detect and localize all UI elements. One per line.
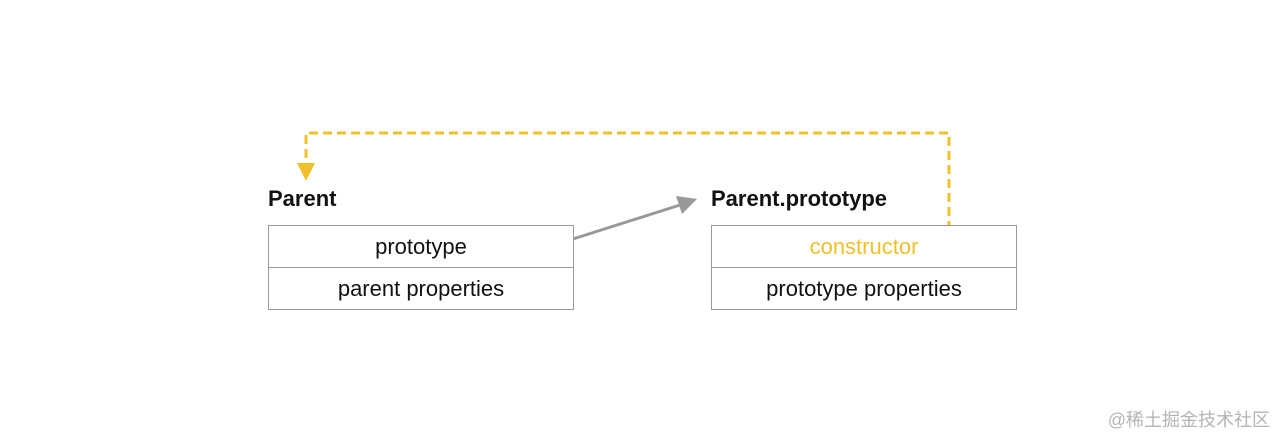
parent-row-properties: parent properties [269,267,573,309]
prototype-row-properties: prototype properties [712,267,1016,309]
prototype-row-constructor: constructor [809,233,919,259]
prototype-object-title: Parent.prototype [711,186,888,211]
parent-box: prototype parent properties [268,225,574,310]
watermark: @稀土掘金技术社区 [1107,410,1270,430]
constructor-arrowhead-icon [297,163,315,181]
prototype-object-box: constructor prototype properties [711,225,1017,310]
parent-title: Parent [268,186,337,211]
parent-row-prototype: prototype [375,233,467,259]
prototype-pointer-arrowhead-icon [676,196,697,214]
